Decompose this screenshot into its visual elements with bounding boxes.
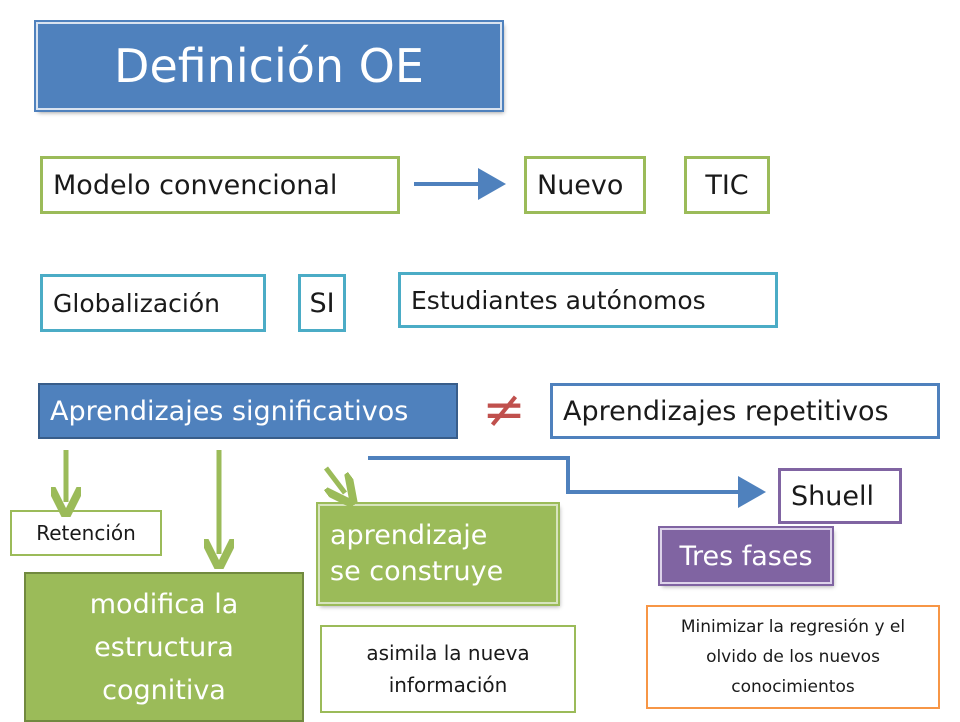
retencion-box: Retención [10, 510, 162, 556]
si-label: SI [309, 287, 335, 319]
modifica-estructura-label: modifica la estructura cognitiva [89, 588, 239, 706]
retencion-label: Retención [36, 521, 136, 545]
aprendizajes-repetitivos-box: Aprendizajes repetitivos [550, 383, 940, 439]
tres-fases-label: Tres fases [679, 540, 813, 572]
arrow-to-construye [326, 466, 345, 493]
not-equal-symbol: ≠ [482, 380, 526, 440]
tres-fases-box: Tres fases [658, 526, 834, 586]
aprendizajes-repetitivos-label: Aprendizajes repetitivos [563, 395, 889, 427]
tic-label: TIC [705, 169, 749, 201]
globalizacion-box: Globalización [40, 274, 266, 332]
nuevo-label: Nuevo [537, 169, 624, 201]
minimizar-box: Minimizar la regresión y el olvido de lo… [646, 605, 940, 709]
asimila-label: asimila la nueva información [366, 641, 530, 697]
aprendizaje-se-construye-label: aprendizaje se construye [330, 520, 504, 587]
si-box: SI [298, 274, 346, 332]
modelo-convencional-box: Modelo convencional [40, 156, 400, 214]
minimizar-label: Minimizar la regresión y el olvido de lo… [680, 617, 906, 697]
nuevo-box: Nuevo [524, 156, 646, 214]
tic-box: TIC [684, 156, 770, 214]
shuell-label: Shuell [791, 480, 874, 512]
shuell-box: Shuell [778, 468, 902, 524]
modelo-convencional-label: Modelo convencional [53, 169, 338, 201]
estudiantes-autonomos-label: Estudiantes autónomos [411, 285, 706, 315]
arrow-to-shuell [368, 456, 766, 508]
asimila-box: asimila la nueva información [320, 625, 576, 713]
modifica-estructura-box: modifica la estructura cognitiva [24, 572, 304, 722]
estudiantes-autonomos-box: Estudiantes autónomos [398, 272, 778, 328]
page-title: Definición OE [34, 20, 504, 112]
globalizacion-label: Globalización [53, 288, 220, 318]
aprendizajes-significativos-label: Aprendizajes significativos [50, 395, 409, 427]
aprendizajes-significativos-box: Aprendizajes significativos [38, 383, 458, 439]
aprendizaje-se-construye-box: aprendizaje se construye [316, 502, 560, 606]
